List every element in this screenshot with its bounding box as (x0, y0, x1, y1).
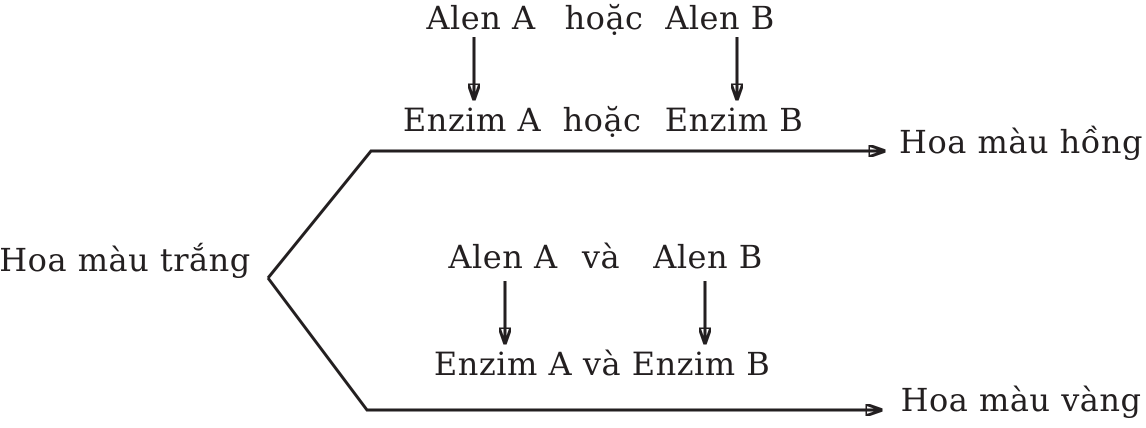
pink-flower-result-label: Hoa màu hồng (899, 123, 1143, 161)
yellow-flower-result-label: Hoa màu vàng (900, 381, 1142, 419)
top-enzymes-connector-label: hoặc (562, 101, 642, 139)
branch-line-bottom-to-yellow-arrow (266, 277, 881, 410)
bottom-enzyme-b-label: Enzim B (631, 345, 771, 383)
bottom-allele-b-label: Alen B (653, 238, 763, 276)
top-allele-b-label: Alen B (665, 0, 775, 37)
bottom-allele-a-label: Alen A (448, 238, 558, 276)
branch-line-top-to-pink-arrow (266, 151, 884, 279)
bottom-enzyme-a-label: Enzim A (433, 345, 573, 383)
top-allele-a-label: Alen A (426, 0, 536, 37)
bottom-alleles-connector-label: và (581, 238, 621, 276)
top-enzyme-a-label: Enzim A (402, 101, 542, 139)
top-alleles-connector-label: hoặc (564, 0, 644, 37)
source-flower-label: Hoa màu trắng (0, 241, 251, 279)
top-enzyme-b-label: Enzim B (664, 101, 804, 139)
bottom-enzymes-connector-label: và (582, 345, 622, 383)
